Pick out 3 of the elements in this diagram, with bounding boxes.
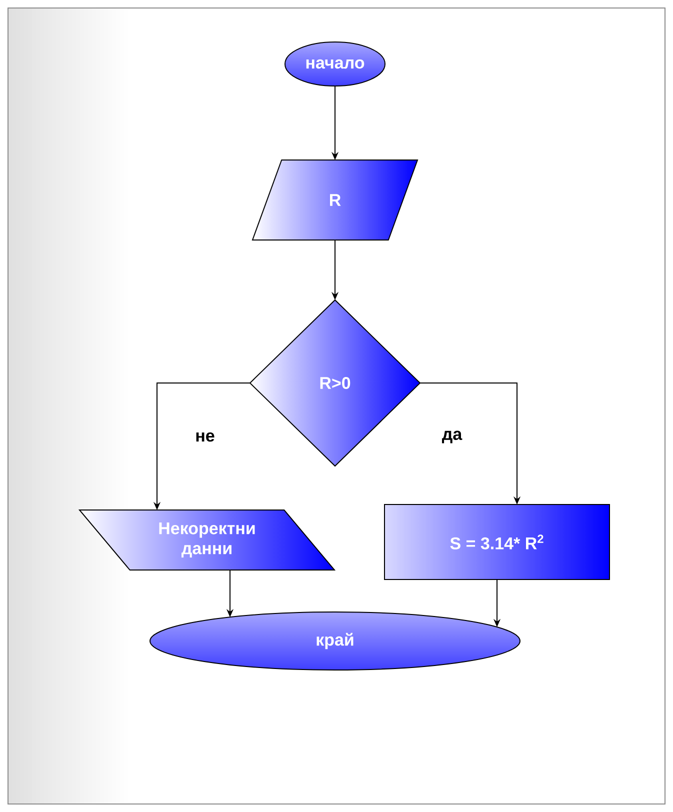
edge-label: да — [440, 430, 464, 444]
process-box: S = 3.14* R$^{2}$ — [384, 504, 610, 580]
edge-label: не — [194, 431, 216, 443]
